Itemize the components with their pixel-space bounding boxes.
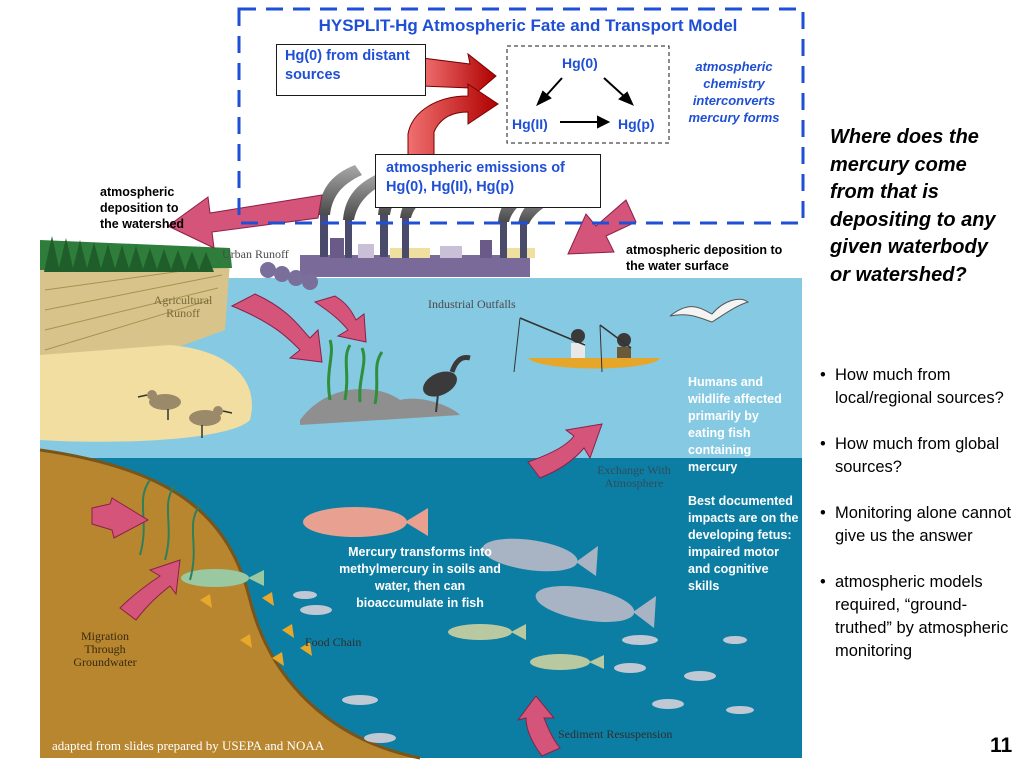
distant-sources-label: Hg(0) from distant sources [285,48,410,83]
sediment-label: Sediment Resuspension [558,727,673,741]
medium-fish-2 [448,624,526,640]
agricultural-land [40,262,230,360]
watershed-deposition-label: atmospheric deposition to the watershed [100,185,185,231]
fish-school [181,507,754,743]
sandpipers [137,390,233,438]
smokestacks [320,215,527,258]
bullet-item: How much from local/regional sources? [818,364,1018,410]
groundwater-arrow-2 [119,559,181,621]
agricultural-runoff-label: Agricultural Runoff [153,293,213,320]
city-skyline [300,238,535,277]
cormorant [423,355,471,413]
source-credit: adapted from slides prepared by USEPA an… [52,738,325,753]
groundwater-arrow-1 [91,497,150,539]
sediment-resuspension-arrow [516,695,561,757]
model-transport-arrows [407,52,499,157]
fishing-boat [513,317,660,373]
impacts-note: Best documented impacts are on the devel… [688,494,799,593]
exchange-label: Exchange With Atmosphere [597,463,671,490]
distant-sources-arrow [421,52,497,102]
small-fish [293,591,754,743]
interconversion-arrows [536,77,634,129]
species-hg2: Hg(II) [512,116,548,132]
page-number: 11 [990,734,1013,757]
reeds [327,339,384,405]
food-chain-label: Food Chain [305,635,362,649]
key-question: Where does the mercury come from that is… [830,126,996,286]
medium-fish-3 [530,654,604,670]
exchange-arrow [527,423,603,479]
beach [40,345,252,442]
salmon-fish [303,507,428,537]
bullet-item: Monitoring alone cannot give us the answ… [818,502,1018,548]
species-hg0: Hg(0) [562,55,598,71]
process-arrows [91,194,637,757]
distant-sources-box: Hg(0) from distant sources [276,44,426,96]
bullet-item: How much from global sources? [818,433,1018,479]
model-title: HYSPLIT-Hg Atmospheric Fate and Transpor… [318,16,738,35]
emissions-label: atmospheric emissions of Hg(0), Hg(II), … [386,160,565,195]
runoff-arrow-1 [230,293,323,363]
bullet-list: How much from local/regional sources? Ho… [818,364,1018,686]
urban-outflow-pipe [260,262,318,290]
aquatic-plants [139,479,201,581]
large-fish-1 [482,538,598,576]
migration-label: Migration Through Groundwater [73,629,137,669]
chemistry-box [506,45,670,144]
industrial-outfalls-label: Industrial Outfalls [428,297,516,311]
sediment-edge [39,448,421,760]
rocks [300,388,460,425]
surface-deposition-label: atmospheric deposition to the water surf… [626,243,783,273]
medium-fish-1 [181,569,264,587]
emissions-box: atmospheric emissions of Hg(0), Hg(II), … [375,154,601,208]
humans-note: Humans and wildlife affected primarily b… [688,375,782,474]
species-hgp: Hg(p) [618,116,655,132]
runoff-arrow-2 [313,295,367,343]
small-prey [200,592,312,666]
tree-line [44,236,214,272]
model-frame [237,7,805,225]
chemistry-note: atmospheric chemistry interconverts merc… [688,59,780,125]
large-fish-2 [535,586,656,628]
seagull [669,298,750,323]
bullet-item: atmospheric models required, “ground-tru… [818,571,1018,663]
urban-runoff-label: Urban Runoff [222,247,289,261]
emission-uplift-arrow [407,83,499,157]
methylation-note: Mercury transforms into methylmercury in… [339,545,501,610]
